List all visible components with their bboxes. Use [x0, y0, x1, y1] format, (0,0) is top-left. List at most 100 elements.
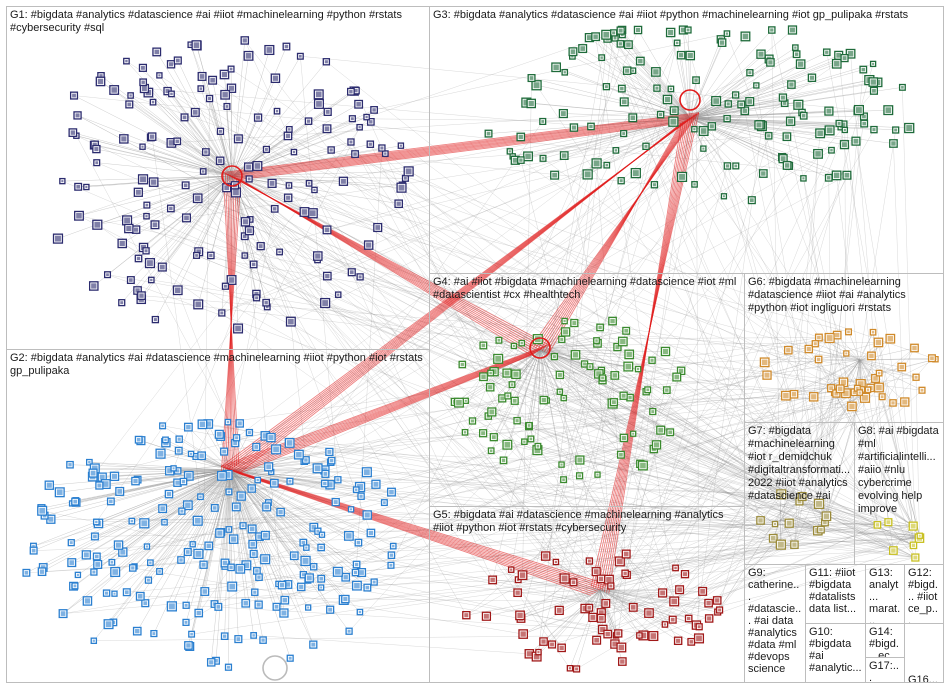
node-fill: [504, 441, 511, 448]
node-fill: [628, 395, 632, 400]
edge: [227, 334, 838, 423]
node-fill: [663, 623, 667, 626]
edge: [220, 131, 233, 177]
node-fill: [653, 442, 660, 448]
node-fill: [88, 461, 91, 464]
node-fill: [60, 611, 66, 616]
group-box-g6: G6: #bigdata #machinelearning #datascien…: [744, 273, 944, 423]
edge: [198, 469, 231, 554]
edge: [367, 514, 774, 539]
node-fill: [227, 665, 230, 669]
node-fill: [199, 74, 205, 79]
edge: [197, 520, 650, 614]
edge: [785, 395, 803, 497]
node-fill: [658, 427, 664, 433]
edge: [209, 98, 233, 177]
node-fill: [147, 260, 153, 267]
edge: [689, 115, 804, 119]
edge: [551, 589, 601, 645]
edge: [689, 29, 793, 119]
node-fill: [560, 111, 566, 116]
node-fill: [847, 50, 854, 57]
node-fill: [306, 575, 312, 581]
node-fill: [668, 430, 673, 435]
node-fill: [135, 288, 140, 293]
node-fill: [250, 541, 255, 547]
edge: [511, 401, 905, 570]
edge: [401, 187, 640, 636]
edge: [902, 87, 916, 558]
edge: [231, 175, 326, 304]
node-fill: [389, 563, 393, 567]
edge: [845, 393, 920, 539]
node-fill: [842, 56, 847, 61]
edge: [559, 165, 790, 611]
node-fill: [247, 431, 251, 435]
edge: [228, 57, 845, 493]
edge: [626, 387, 871, 576]
node-fill: [593, 160, 600, 167]
node-fill: [324, 227, 330, 233]
node-fill: [286, 440, 293, 446]
node-fill: [357, 484, 364, 491]
node-fill: [159, 264, 165, 270]
node-fill: [209, 660, 214, 665]
edge: [196, 255, 800, 502]
edge: [146, 175, 233, 217]
node-fill: [363, 469, 370, 476]
edge: [585, 545, 914, 609]
edge: [848, 331, 861, 361]
edge: [108, 469, 231, 625]
edge: [266, 302, 663, 594]
node-fill: [525, 153, 531, 160]
node-fill: [183, 183, 188, 188]
node-fill: [220, 311, 224, 315]
edge: [826, 52, 914, 527]
node-fill: [825, 50, 829, 54]
node-fill: [223, 284, 227, 288]
node-fill: [269, 180, 275, 186]
node-fill: [870, 79, 876, 85]
edge: [543, 374, 768, 401]
node-fill: [355, 488, 358, 491]
node-fill: [623, 551, 629, 557]
edge: [240, 343, 816, 569]
edge: [655, 71, 691, 119]
node-fill: [677, 587, 682, 593]
edge: [374, 33, 727, 111]
edge: [599, 589, 709, 604]
node-fill: [185, 502, 191, 508]
node-fill: [175, 58, 180, 63]
edge: [290, 165, 607, 322]
node-fill: [180, 509, 184, 513]
node-fill: [719, 40, 725, 45]
edge: [607, 38, 691, 119]
node-fill: [273, 446, 279, 453]
edge: [625, 129, 875, 574]
edge: [327, 275, 676, 569]
node-fill: [152, 222, 158, 228]
node-fill: [517, 612, 523, 619]
node-fill: [301, 573, 305, 577]
red-edge: [238, 473, 592, 596]
node-fill: [278, 250, 281, 254]
edge: [818, 359, 826, 523]
node-fill: [150, 278, 153, 282]
edge: [556, 67, 691, 119]
edge: [100, 81, 233, 177]
edge: [173, 264, 254, 469]
edge: [137, 175, 233, 291]
node-fill: [375, 225, 381, 230]
edge: [831, 388, 920, 536]
node-fill: [199, 453, 204, 458]
edge: [689, 62, 771, 119]
node-fill: [734, 93, 738, 97]
node-fill: [600, 626, 606, 633]
node-fill: [319, 545, 323, 550]
edge: [202, 424, 231, 471]
edge: [150, 469, 231, 563]
edge: [689, 29, 772, 119]
node-fill: [324, 126, 330, 132]
edge: [543, 399, 822, 530]
edge: [229, 469, 371, 534]
